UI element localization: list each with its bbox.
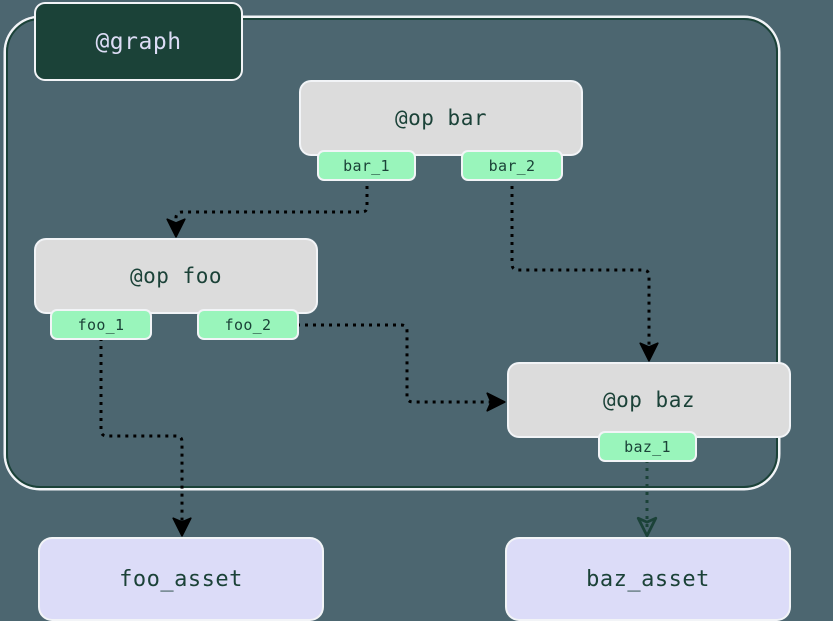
graph-container[interactable] (6, 18, 778, 488)
asset-node-baz_asset[interactable]: baz_asset (507, 539, 789, 619)
asset-node-foo_asset[interactable]: foo_asset (40, 539, 322, 619)
graph-label-text: @graph (95, 28, 182, 55)
port-foo_1[interactable]: foo_1 (52, 311, 150, 338)
graph-label[interactable]: @graph (36, 4, 241, 79)
port-bar_2[interactable]: bar_2 (463, 152, 561, 179)
op-node-title-bar: @op bar (394, 106, 487, 130)
op-node-foo[interactable]: @op foo (36, 240, 316, 312)
op-node-bar[interactable]: @op bar (301, 82, 581, 154)
op-node-baz[interactable]: @op baz (509, 364, 789, 436)
port-baz_1[interactable]: baz_1 (600, 433, 695, 460)
op-node-title-baz: @op baz (602, 388, 695, 412)
port-foo_2[interactable]: foo_2 (199, 311, 297, 338)
port-bar_1[interactable]: bar_1 (319, 152, 414, 179)
op-node-title-foo: @op foo (129, 264, 222, 288)
